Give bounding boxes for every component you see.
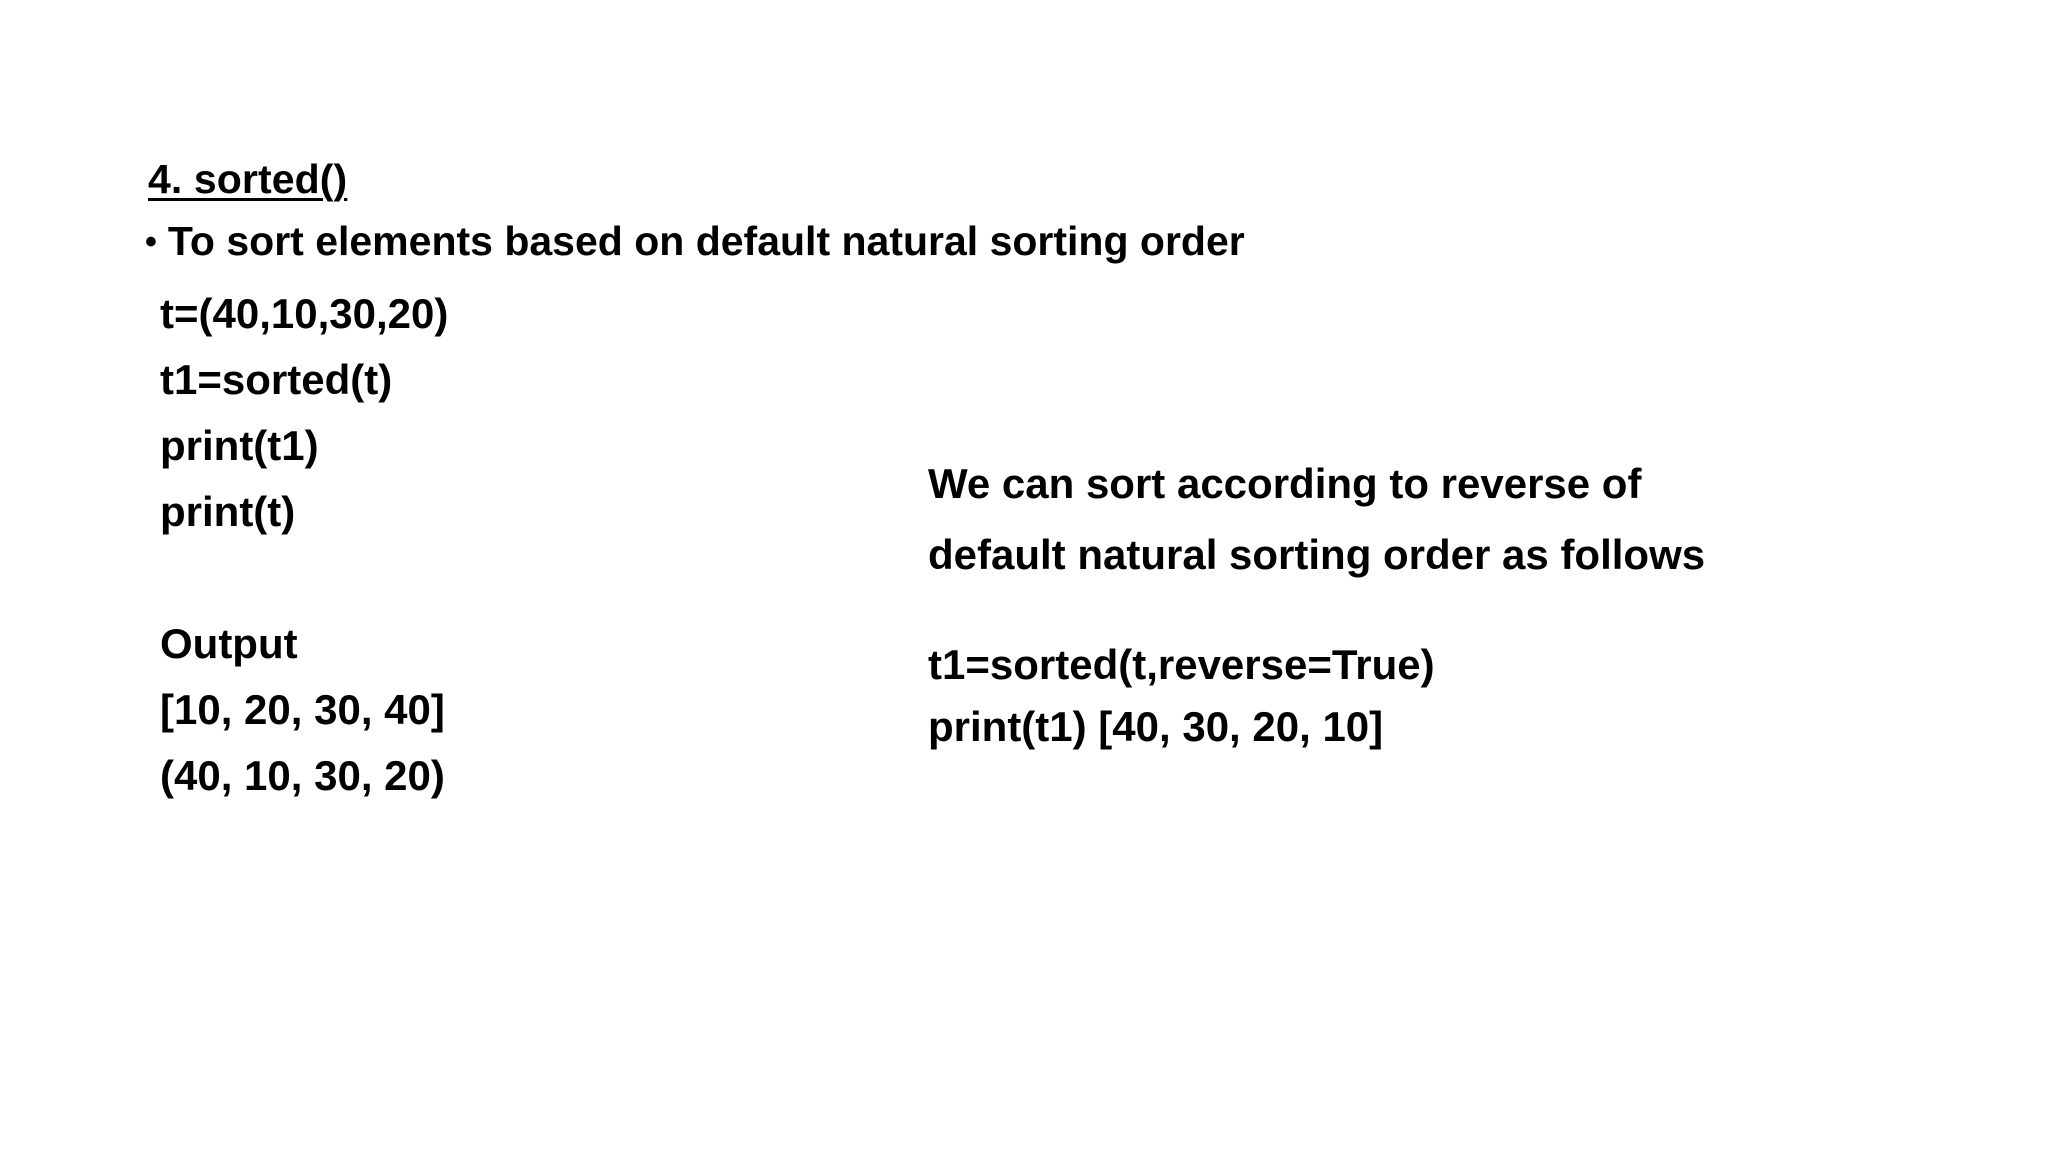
right-content-column: We can sort according to reverse of defa…: [928, 448, 1938, 758]
output-heading: Output: [160, 619, 298, 667]
output-line: (40, 10, 30, 20): [160, 751, 445, 799]
left-content-column: 4. sorted() • To sort elements based on …: [145, 155, 1245, 809]
code-line: t1=sorted(t): [160, 355, 393, 403]
code-line: print(t): [160, 487, 296, 535]
code-line: t1=sorted(t,reverse=True): [928, 641, 1435, 688]
right-column-spacer: [928, 590, 1938, 634]
code-line: t=(40,10,30,20): [160, 289, 449, 337]
right-paragraph-line: default natural sorting order as follows: [928, 530, 1706, 578]
code-line: print(t1) [40, 30, 20, 10]: [928, 703, 1384, 750]
bullet-item-label: To sort elements based on default natura…: [167, 218, 1245, 265]
left-code-block: t=(40,10,30,20) t1=sorted(t) print(t1) p…: [148, 281, 888, 809]
output-line: [10, 20, 30, 40]: [160, 685, 445, 733]
bullet-item: • To sort elements based on default natu…: [145, 217, 1245, 266]
page-title: 4. sorted(): [148, 156, 348, 202]
right-paragraph-line: We can sort according to reverse of: [928, 459, 1642, 507]
code-line: print(t1): [160, 421, 319, 469]
bullet-dot-icon: •: [145, 223, 157, 262]
code-line-blank: [160, 545, 888, 611]
